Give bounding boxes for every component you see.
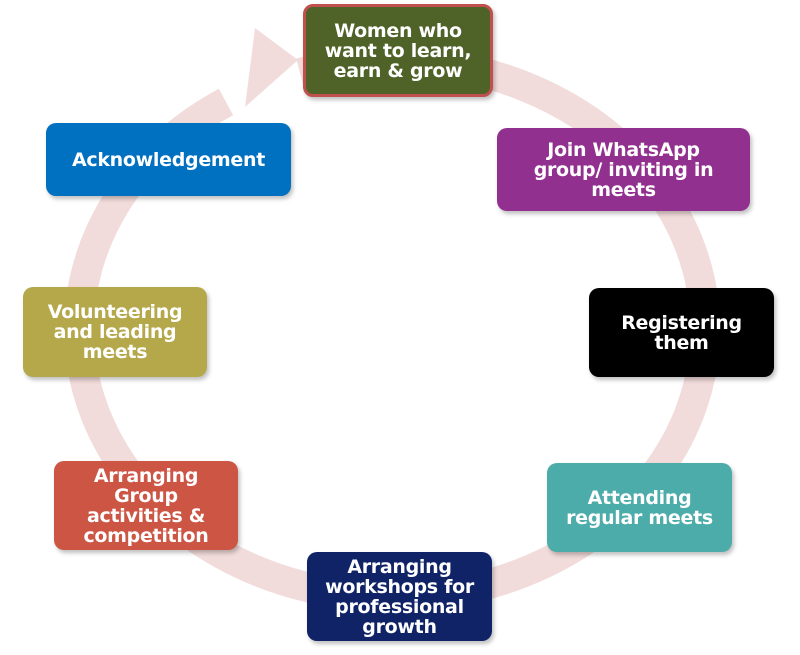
step-arranging-workshops: Arranging workshops for professional gro… bbox=[307, 552, 492, 641]
step-label: Arranging workshops for professional gro… bbox=[325, 555, 474, 638]
step-label: Volunteering and leading meets bbox=[47, 301, 183, 363]
step-attending-regular-meets: Attending regular meets bbox=[547, 463, 732, 552]
step-label: Attending regular meets bbox=[566, 486, 713, 529]
step-women-learn-earn-grow: Women who want to learn, earn & grow bbox=[303, 4, 493, 97]
step-volunteering-leading-meets: Volunteering and leading meets bbox=[23, 287, 207, 377]
step-label: Arranging Group activities & competition bbox=[83, 464, 209, 547]
step-label: Registering them bbox=[621, 311, 742, 354]
cycle-arrowhead bbox=[245, 28, 298, 107]
step-join-whatsapp-group: Join WhatsApp group/ inviting in meets bbox=[497, 128, 750, 211]
step-label: Join WhatsApp group/ inviting in meets bbox=[533, 138, 714, 201]
step-arranging-group-activities: Arranging Group activities & competition bbox=[54, 461, 238, 550]
step-label: Women who want to learn, earn & grow bbox=[324, 19, 472, 82]
step-acknowledgement: Acknowledgement bbox=[46, 123, 291, 196]
step-registering-them: Registering them bbox=[589, 288, 774, 377]
step-label: Acknowledgement bbox=[71, 148, 265, 171]
